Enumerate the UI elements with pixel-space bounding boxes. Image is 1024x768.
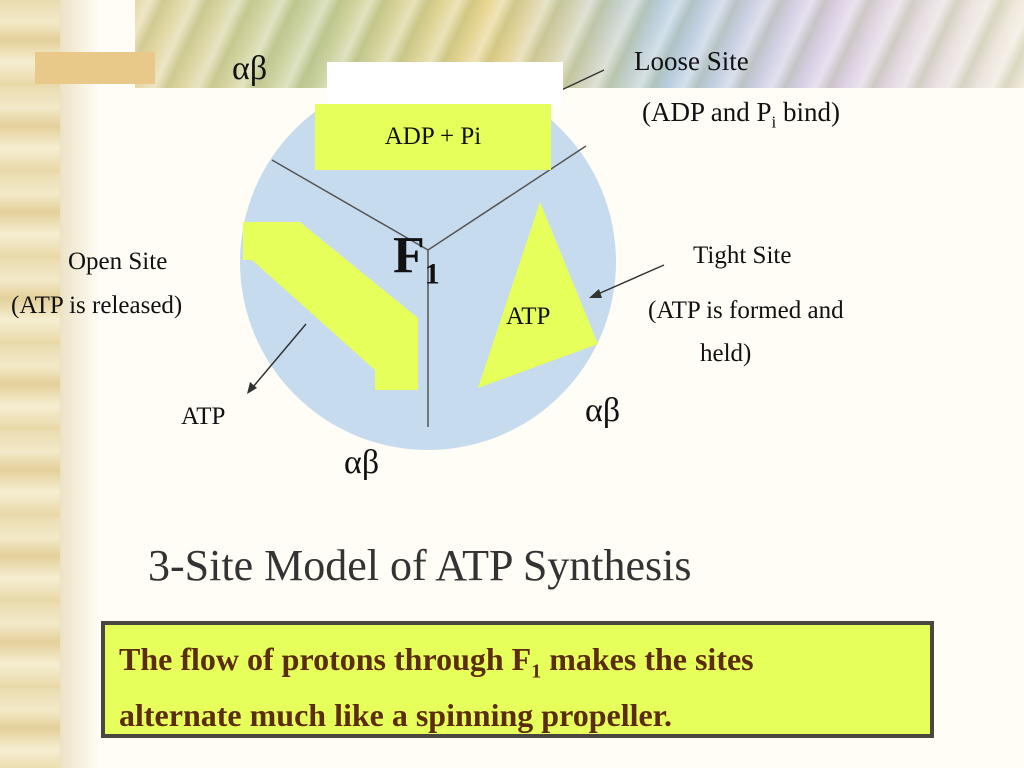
loose-site-title: Loose Site — [634, 46, 749, 76]
f1-label: F1 — [393, 226, 440, 291]
note-line-1-suffix: makes the sites — [541, 641, 754, 677]
decorative-left-strip — [0, 0, 60, 768]
tight-site-pointer-head — [589, 289, 602, 298]
divider-line-left — [271, 159, 429, 251]
tight-site-atp: ATP — [506, 303, 551, 330]
loose-site-empty-box — [327, 62, 563, 107]
tight-site-detail-line2: held) — [700, 340, 752, 367]
decorative-top-banner — [135, 0, 1024, 88]
f1-letter: F — [393, 227, 425, 284]
open-site-pointer — [252, 323, 307, 388]
tight-site-detail-line1: (ATP is formed and — [648, 297, 844, 324]
divider-line-right — [427, 145, 587, 251]
loose-site-detail: (ADP and Pi bind) — [642, 97, 840, 132]
tight-site-triangle — [478, 202, 598, 388]
decorative-left-fade — [60, 0, 100, 768]
open-site-detail: (ATP is released) — [11, 292, 183, 319]
loose-site-detail-subscript: i — [771, 112, 777, 132]
loose-site-detail-suffix: bind) — [776, 97, 840, 127]
note-line-1: The flow of protons through F1 makes the… — [119, 637, 920, 693]
alpha-beta-top: αβ — [232, 50, 268, 87]
note-box: The flow of protons through F1 makes the… — [101, 621, 934, 738]
note-subscript: 1 — [531, 660, 542, 683]
alpha-beta-right: αβ — [585, 392, 621, 429]
decorative-gold-bar — [35, 52, 155, 84]
decorative-top-banner-texture — [135, 0, 1024, 88]
alpha-beta-bottom: αβ — [344, 444, 380, 481]
open-site-title: Open Site — [68, 248, 168, 275]
loose-site-detail-prefix: (ADP and P — [642, 97, 772, 127]
adp-pi-box: ADP + Pi — [315, 104, 551, 170]
slide-title: 3-Site Model of ATP Synthesis — [148, 541, 692, 590]
open-site-pointer-head — [247, 382, 257, 394]
tight-site-title: Tight Site — [693, 242, 792, 269]
f1-subscript: 1 — [424, 257, 440, 291]
tight-site-pointer — [597, 264, 665, 295]
note-line-1-prefix: The flow of protons through F — [119, 641, 532, 677]
open-site-arrow-shape — [243, 222, 418, 390]
note-line-2: alternate much like a spinning propeller… — [119, 697, 672, 734]
adp-pi-label: ADP + Pi — [384, 123, 482, 150]
open-site-atp: ATP — [181, 403, 226, 430]
